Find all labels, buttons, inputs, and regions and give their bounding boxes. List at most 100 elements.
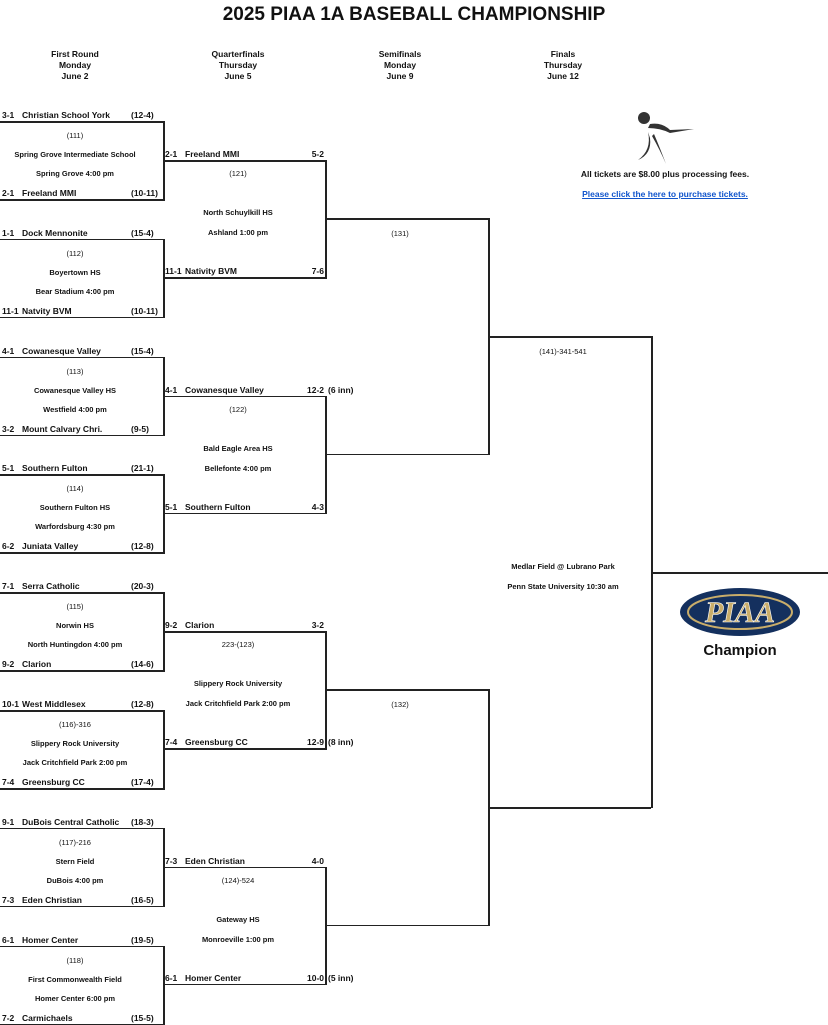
team-seed: 7-4	[165, 737, 178, 748]
champion-line	[651, 572, 828, 574]
round-header-name: Semifinals	[378, 49, 422, 59]
score-note: (6 inn)	[328, 384, 354, 395]
game-time: Jack Critchfield Park 2:00 pm	[185, 699, 291, 709]
team-record: (12-8)	[131, 699, 154, 709]
team-seed: 3-1	[2, 110, 15, 120]
team-record: (9-5)	[131, 423, 149, 434]
team-seed: 7-3	[165, 855, 178, 866]
team-score: 3-2	[311, 620, 324, 631]
team-score: 5-2	[311, 149, 324, 159]
team-name: Serra Catholic	[22, 581, 80, 592]
team-seed: 5-1	[165, 501, 178, 512]
venue: First Commonwealth Field	[28, 974, 122, 984]
game-number: (122)	[229, 404, 247, 414]
bracket-line	[163, 512, 325, 515]
bracket-line	[163, 983, 325, 986]
bracket-line	[0, 945, 163, 948]
team-score: 10-0	[306, 972, 324, 983]
bracket-line	[325, 453, 488, 456]
team-name: Dock Mennonite	[22, 227, 88, 238]
game-number: (124)-524	[221, 875, 255, 885]
team-name: Juniata Valley	[22, 541, 79, 552]
round-header-day: Thursday	[543, 60, 583, 70]
team-record: (17-4)	[131, 777, 154, 787]
round-header-day: Monday	[58, 60, 92, 70]
venue: North Schuylkill HS	[203, 208, 273, 217]
game-time: Homer Center 6:00 pm	[34, 993, 116, 1003]
bracket-line	[325, 689, 488, 691]
team-name: Clarion	[22, 659, 52, 670]
bracket-line	[0, 474, 163, 476]
score-note: (8 inn)	[328, 737, 354, 748]
team-seed: 10-1	[2, 699, 20, 709]
venue: Slippery Rock University	[30, 739, 120, 748]
venue: Bald Eagle Area HS	[203, 443, 273, 453]
bracket-line	[0, 827, 163, 830]
team-seed: 6-1	[165, 972, 178, 983]
team-seed: 6-1	[2, 934, 15, 945]
game-time: Bellefonte 4:00 pm	[204, 463, 272, 473]
team-record: (15-4)	[131, 345, 154, 356]
team-seed: 7-1	[2, 581, 15, 592]
game-number: (132)	[391, 700, 409, 710]
purchase-tickets-link[interactable]: Please click the here to purchase ticket…	[582, 189, 748, 199]
game-time: Spring Grove 4:00 pm	[36, 169, 114, 178]
team-seed: 7-2	[2, 1012, 15, 1023]
bracket-line	[0, 710, 163, 712]
team-record: (10-11)	[131, 188, 158, 198]
venue: Boyertown HS	[49, 267, 101, 277]
bracket-line	[325, 924, 488, 927]
team-name: Cowanesque Valley	[185, 384, 264, 395]
team-name: Nativity BVM	[185, 266, 237, 276]
team-name: Southern Fulton	[22, 463, 88, 474]
team-name: Greensburg CC	[22, 777, 85, 787]
team-name: Eden Christian	[185, 855, 245, 866]
venue: Norwin HS	[56, 621, 94, 631]
team-name: Christian School York	[22, 110, 111, 120]
game-number: (112)	[66, 248, 84, 258]
team-seed: 11-1	[2, 305, 19, 316]
team-seed: 4-1	[165, 384, 178, 395]
team-name: Cowanesque Valley	[22, 345, 101, 356]
team-record: (20-3)	[131, 581, 154, 592]
bracket-line	[0, 670, 163, 672]
game-number: 223-(123)	[221, 640, 255, 650]
game-time: DuBois 4:00 pm	[46, 875, 104, 885]
bracket-line	[0, 905, 163, 908]
bracket-line	[163, 631, 325, 633]
bracket-line	[488, 336, 651, 338]
game-time: Westfield 4:00 pm	[43, 404, 107, 414]
game-number: (118)	[66, 955, 84, 965]
game-time: Penn State University 10:30 am	[507, 582, 619, 591]
round-header-date: June 2	[61, 71, 89, 81]
team-name: Homer Center	[185, 972, 242, 983]
game-number: (114)	[66, 484, 84, 494]
game-number: (115)	[66, 602, 84, 612]
batter-icon	[630, 110, 700, 170]
page-title: 2025 PIAA 1A BASEBALL CHAMPIONSHIP	[222, 4, 606, 25]
team-seed: 1-1	[2, 227, 15, 238]
game-number: (111)	[66, 131, 84, 140]
team-name: Mount Calvary Chri.	[22, 423, 103, 434]
team-seed: 3-2	[2, 423, 15, 434]
round-header-date: June 12	[547, 71, 579, 81]
team-name: Homer Center	[22, 934, 79, 945]
game-time: Monroeville 1:00 pm	[201, 934, 275, 944]
game-time: Warfordsburg 4:30 pm	[35, 522, 115, 532]
team-name: DuBois Central Catholic	[22, 816, 120, 827]
team-name: West Middlesex	[22, 699, 86, 709]
team-record: (15-4)	[131, 227, 154, 238]
team-record: (10-11)	[131, 305, 158, 316]
team-record: (18-3)	[131, 816, 154, 827]
team-name: Clarion	[185, 620, 215, 631]
team-seed: 11-1	[165, 266, 182, 276]
bracket-line	[0, 788, 163, 790]
round-header-day: Monday	[383, 60, 417, 70]
team-seed: 7-3	[2, 894, 15, 905]
team-record: (12-8)	[131, 541, 154, 552]
round-header-date: June 5	[224, 71, 252, 81]
bracket-line	[0, 199, 163, 201]
team-name: Freeland MMI	[185, 149, 240, 159]
team-score: 4-0	[311, 855, 324, 866]
bracket-line	[163, 866, 325, 869]
